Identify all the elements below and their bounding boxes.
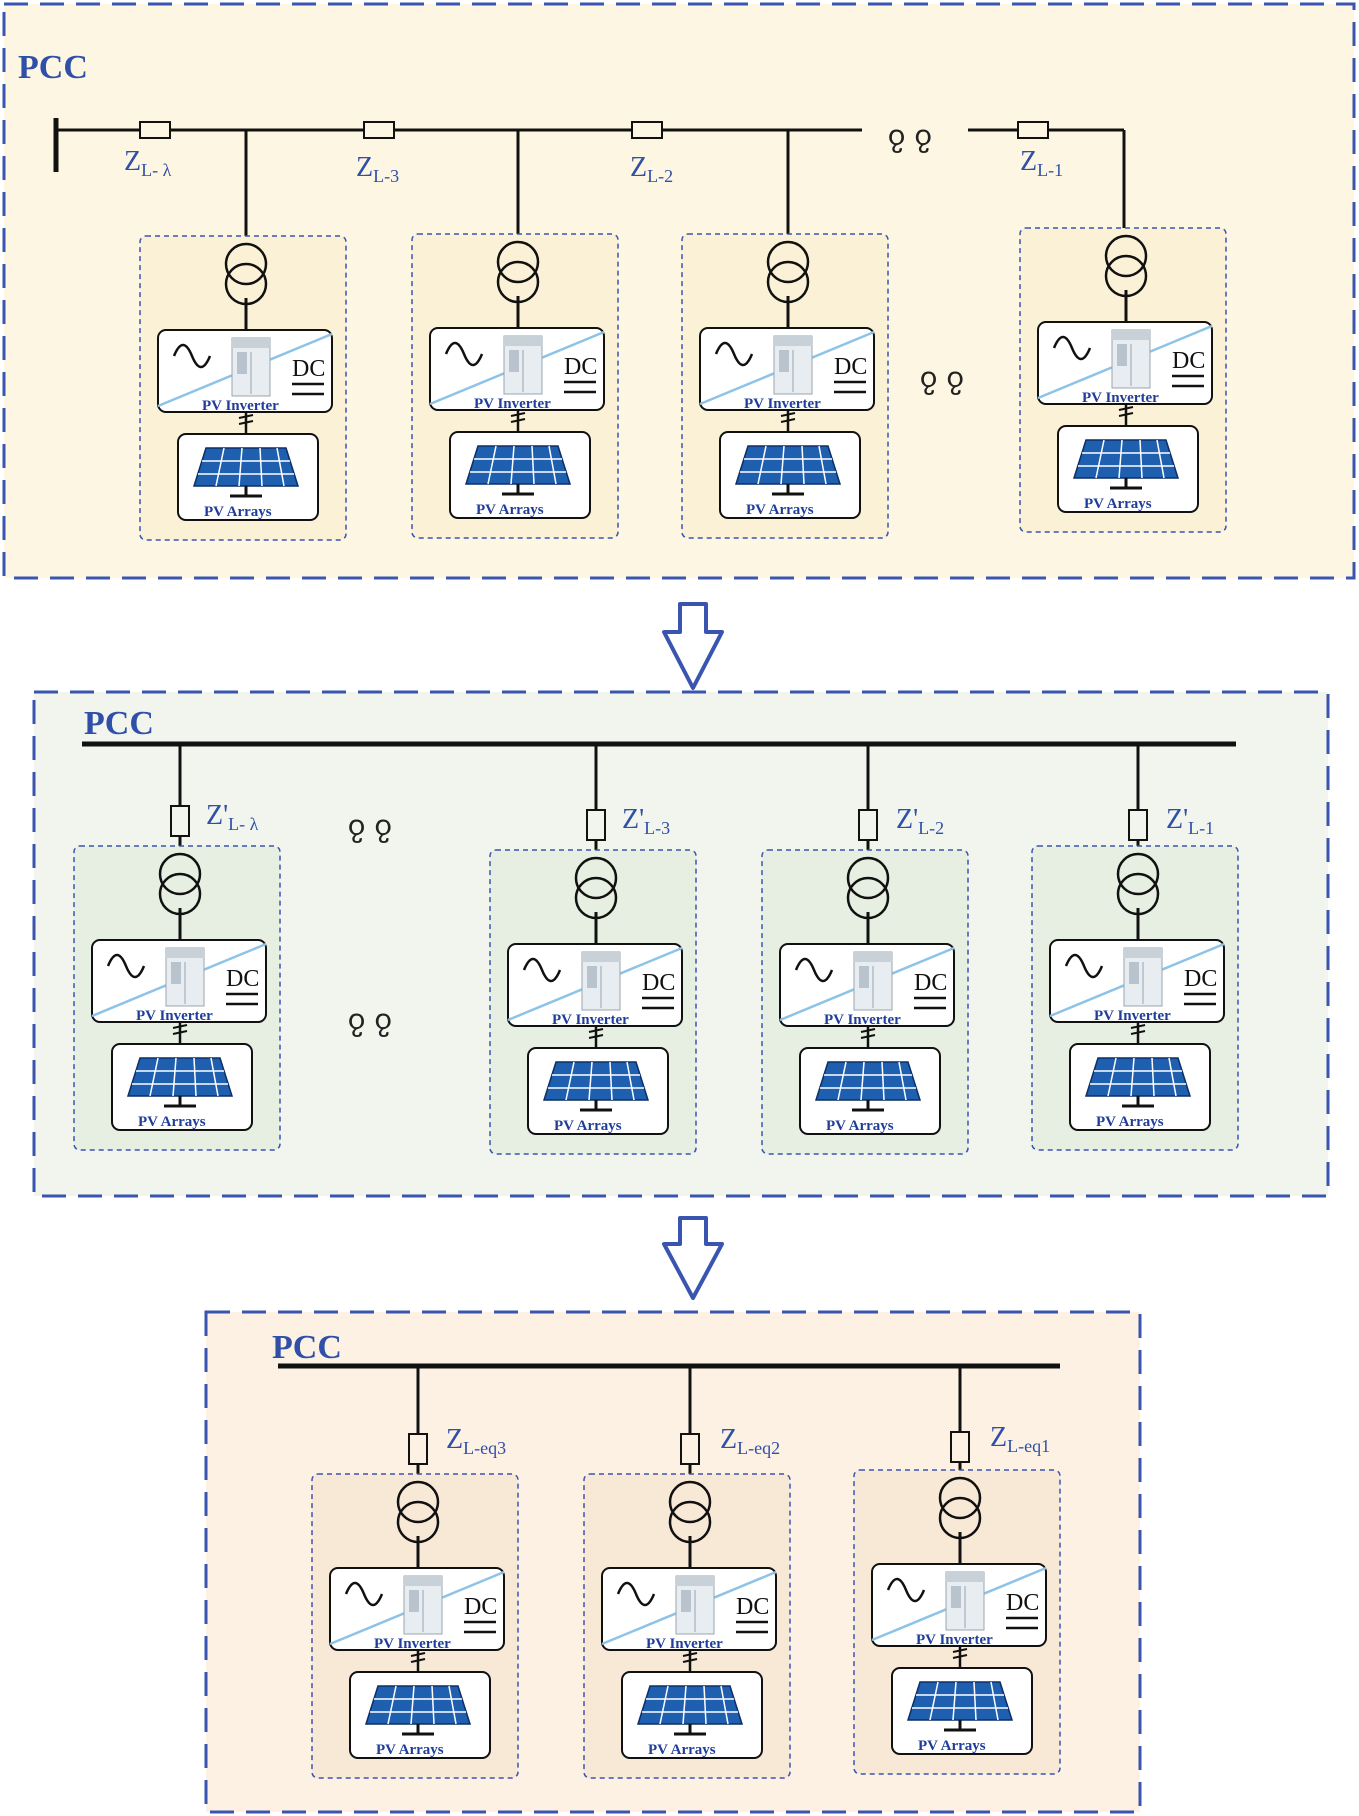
impedance-label-3: Z'L-2: [896, 804, 944, 838]
pv-unit: DC PV Inverter PV Arrays: [489, 849, 697, 1155]
impedance-label-3: ZL-2: [630, 152, 673, 186]
impedance-element: [408, 1433, 428, 1465]
pv-arrays-label: PV Arrays: [1084, 496, 1152, 512]
impedance-label-2: ZL-3: [356, 152, 399, 186]
pv-inverter-label: PV Inverter: [744, 396, 821, 412]
pv-unit: DC PV Inverter PV Arrays: [583, 1473, 791, 1779]
pv-arrays-label: PV Arrays: [204, 504, 272, 520]
pv-arrays-label: PV Arrays: [138, 1114, 206, 1130]
pcc-label: PCC: [272, 1329, 342, 1366]
pv-inverter-label: PV Inverter: [474, 396, 551, 412]
impedance-element: [680, 1433, 700, 1465]
pv-arrays-label: PV Arrays: [376, 1742, 444, 1758]
ellipsis-marker: ჹ ჹ: [920, 361, 964, 396]
impedance-label-3: ZL-eq1: [990, 1422, 1050, 1456]
dc-label: DC: [1006, 1590, 1039, 1616]
impedance-label-1: ZL-eq3: [446, 1424, 506, 1458]
pv-arrays-label: PV Arrays: [476, 502, 544, 518]
impedance-element: [858, 809, 878, 841]
pv-arrays-label: PV Arrays: [1096, 1114, 1164, 1130]
dc-label: DC: [1172, 348, 1205, 374]
pv-inverter-label: PV Inverter: [1094, 1008, 1171, 1024]
pcc-label: PCC: [84, 705, 154, 742]
pv-unit: DC PV Inverter PV Arrays: [853, 1469, 1061, 1775]
pv-unit: DC PV Inverter PV Arrays: [139, 235, 347, 541]
ellipsis-marker: ჹ ჹ: [888, 119, 932, 154]
impedance-element: [631, 121, 663, 139]
impedance-element: [1017, 121, 1049, 139]
pv-unit: DC PV Inverter PV Arrays: [1031, 845, 1239, 1151]
down-arrow-icon: [662, 602, 724, 690]
pv-inverter-label: PV Inverter: [824, 1012, 901, 1028]
dc-label: DC: [1184, 966, 1217, 992]
dc-label: DC: [464, 1594, 497, 1620]
ellipsis-marker: ჹ ჹ: [348, 809, 392, 844]
pv-inverter-label: PV Inverter: [136, 1008, 213, 1024]
impedance-label-4: Z'L-1: [1166, 804, 1214, 838]
pv-inverter-label: PV Inverter: [552, 1012, 629, 1028]
impedance-element: [586, 809, 606, 841]
pv-inverter-label: PV Inverter: [916, 1632, 993, 1648]
pv-inverter-label: PV Inverter: [646, 1636, 723, 1652]
pv-unit: DC PV Inverter PV Arrays: [681, 233, 889, 539]
impedance-label-2: Z'L-3: [622, 804, 670, 838]
pv-inverter-label: PV Inverter: [374, 1636, 451, 1652]
pv-unit: DC PV Inverter PV Arrays: [411, 233, 619, 539]
pv-inverter-label: PV Inverter: [1082, 390, 1159, 406]
dc-label: DC: [736, 1594, 769, 1620]
impedance-element: [950, 1431, 970, 1463]
impedance-element: [1128, 809, 1148, 841]
impedance-label-2: ZL-eq2: [720, 1424, 780, 1458]
impedance-element: [170, 805, 190, 837]
pv-arrays-label: PV Arrays: [554, 1118, 622, 1134]
panel-equivalent-model: PCC ZL-eq3 ZL-eq2 ZL-eq1 DC PV Inverter …: [204, 1310, 1142, 1814]
pv-unit: DC PV Inverter PV Arrays: [1019, 227, 1227, 533]
pv-arrays-label: PV Arrays: [746, 502, 814, 518]
impedance-label-1: Z'L- λ: [206, 800, 259, 834]
panel-original-feeder: PCC ZL- λ ZL-3 ZL-2 ZL-1 ჹ ჹ ჹ ჹ DC PV I…: [2, 2, 1356, 580]
dc-label: DC: [642, 970, 675, 996]
pv-arrays-label: PV Arrays: [918, 1738, 986, 1754]
dc-label: DC: [292, 356, 325, 382]
pv-unit: DC PV Inverter PV Arrays: [311, 1473, 519, 1779]
dc-label: DC: [914, 970, 947, 996]
impedance-label-1: ZL- λ: [124, 146, 172, 180]
pv-unit: DC PV Inverter PV Arrays: [73, 845, 281, 1151]
impedance-element: [363, 121, 395, 139]
dc-label: DC: [226, 966, 259, 992]
ellipsis-marker: ჹ ჹ: [348, 1003, 392, 1038]
dc-label: DC: [834, 354, 867, 380]
dc-label: DC: [564, 354, 597, 380]
impedance-element: [139, 121, 171, 139]
pv-arrays-label: PV Arrays: [826, 1118, 894, 1134]
down-arrow-icon: [662, 1216, 724, 1300]
pv-unit: DC PV Inverter PV Arrays: [761, 849, 969, 1155]
panel-referred-impedance: PCC Z'L- λ Z'L-3 Z'L-2 Z'L-1 ჹ ჹ ჹ ჹ DC …: [32, 690, 1330, 1198]
pcc-label: PCC: [18, 49, 88, 86]
pv-inverter-label: PV Inverter: [202, 398, 279, 414]
impedance-label-4: ZL-1: [1020, 146, 1063, 180]
pv-arrays-label: PV Arrays: [648, 1742, 716, 1758]
